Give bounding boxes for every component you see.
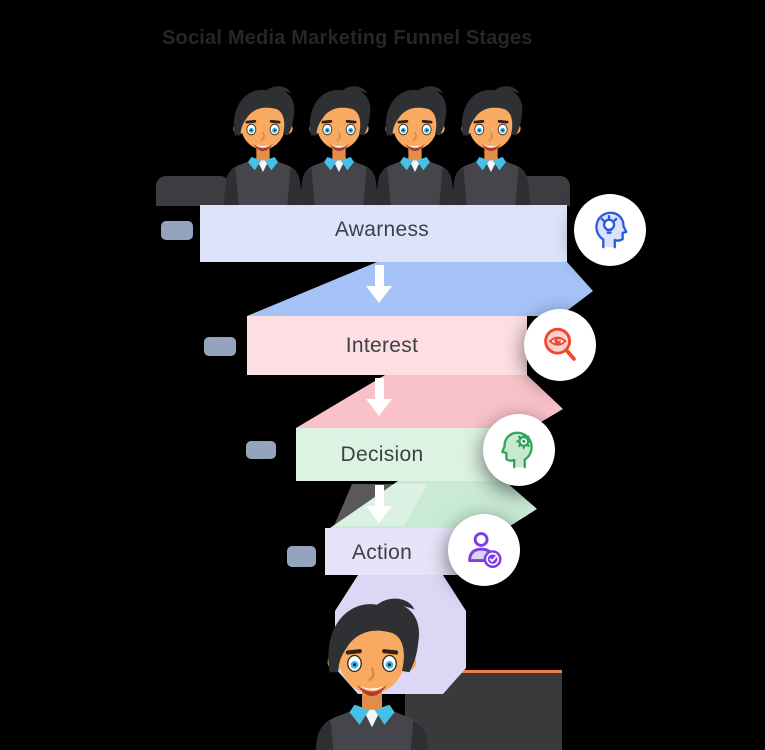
- stage-label-awareness: Awarness: [334, 218, 430, 241]
- partial-person-left: [156, 176, 230, 206]
- audience-person-4: [441, 82, 541, 208]
- awareness-icon-circle: [574, 194, 646, 266]
- action-icon-circle: [448, 514, 520, 586]
- down-arrow-3: [366, 485, 392, 523]
- head-lightbulb-icon: [595, 211, 628, 249]
- stage-marker-4: [287, 546, 316, 567]
- head-gear-icon: [501, 431, 533, 469]
- page-title: Social Media Marketing Funnel Stages: [162, 27, 533, 49]
- magnifier-eye-icon: [544, 327, 576, 361]
- decision-icon-circle: [483, 414, 555, 486]
- person-check-icon: [468, 532, 502, 569]
- stage-label-interest: Interest: [345, 334, 419, 357]
- stage-marker-2: [204, 337, 236, 356]
- stage-marker-1: [161, 221, 193, 240]
- down-arrow-1: [366, 265, 392, 303]
- stage-label-decision: Decision: [340, 443, 424, 466]
- customer-person: [297, 592, 447, 750]
- down-arrow-2: [366, 378, 392, 416]
- stage-marker-3: [246, 441, 276, 459]
- stage-label-action: Action: [351, 541, 413, 564]
- interest-icon-circle: [524, 309, 596, 381]
